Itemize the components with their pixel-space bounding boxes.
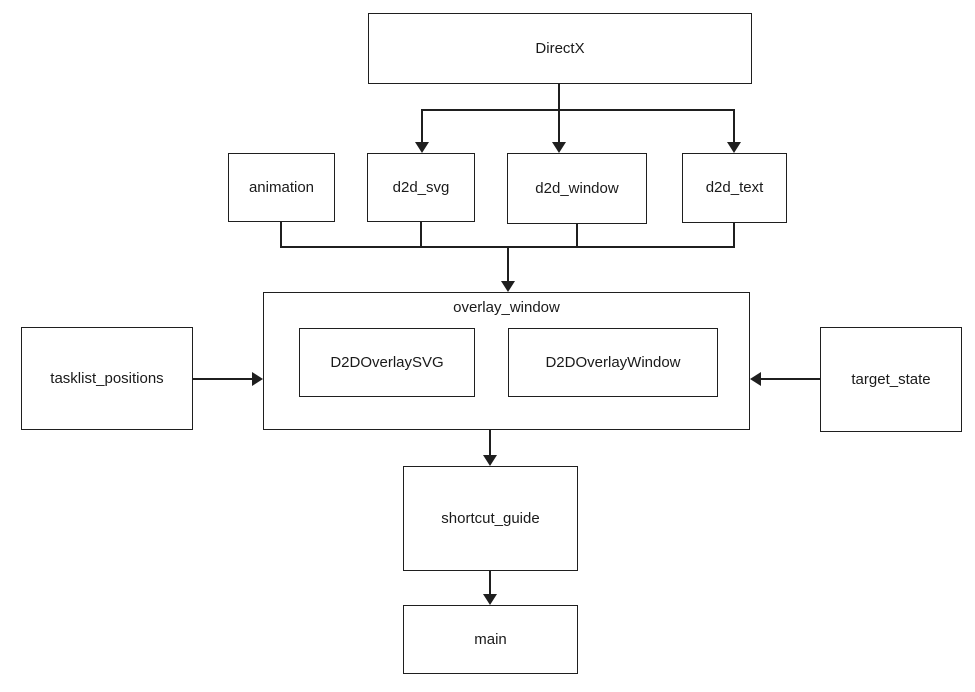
node-label: d2d_svg xyxy=(392,178,450,196)
node-d2d-overlay-svg: D2DOverlaySVG xyxy=(299,328,475,397)
arrowhead-down-icon xyxy=(552,142,566,153)
edge-d2d-window-stub-line xyxy=(576,223,578,248)
edge-directx-d2d-text-line xyxy=(733,110,735,142)
edge-directx-fan-line xyxy=(421,109,735,111)
node-overlay-window: overlay_window D2DOverlaySVG D2DOverlayW… xyxy=(263,292,750,430)
node-animation: animation xyxy=(228,153,335,222)
edge-merge-overlay-window-line xyxy=(507,248,509,282)
edge-animation-stub-line xyxy=(280,221,282,248)
node-directx: DirectX xyxy=(368,13,752,84)
edge-merge-line xyxy=(280,246,735,248)
node-label: D2DOverlaySVG xyxy=(330,353,444,371)
node-label: target_state xyxy=(851,370,931,388)
node-label: shortcut_guide xyxy=(441,509,540,527)
arrowhead-right-icon xyxy=(252,372,263,386)
node-main: main xyxy=(403,605,578,674)
arrowhead-down-icon xyxy=(501,281,515,292)
edge-directx-d2d-window-line xyxy=(558,110,560,142)
edge-d2d-svg-stub-line xyxy=(420,221,422,248)
edge-d2d-text-stub-line xyxy=(733,222,735,248)
node-tasklist-positions: tasklist_positions xyxy=(21,327,193,430)
arrowhead-left-icon xyxy=(750,372,761,386)
edge-shortcut-guide-main-line xyxy=(489,571,491,595)
node-label: d2d_text xyxy=(705,179,764,196)
node-label: D2DOverlayWindow xyxy=(545,353,681,371)
arrowhead-down-icon xyxy=(727,142,741,153)
node-shortcut-guide: shortcut_guide xyxy=(403,466,578,571)
arrowhead-down-icon xyxy=(483,455,497,466)
node-label: d2d_window xyxy=(535,179,619,197)
node-d2d-svg: d2d_svg xyxy=(367,153,475,222)
node-d2d-overlay-window: D2DOverlayWindow xyxy=(508,328,718,397)
node-target-state: target_state xyxy=(820,327,962,432)
node-label: overlay_window xyxy=(453,299,560,316)
node-label: main xyxy=(474,630,507,648)
edge-target-state-overlay-line xyxy=(761,378,820,380)
arrowhead-down-icon xyxy=(415,142,429,153)
edge-overlay-shortcut-guide-line xyxy=(489,430,491,456)
node-d2d-window: d2d_window xyxy=(507,153,647,224)
node-label: DirectX xyxy=(535,39,585,57)
arrowhead-down-icon xyxy=(483,594,497,605)
edge-directx-trunk-line xyxy=(558,84,560,110)
edge-directx-d2d-svg-line xyxy=(421,110,423,142)
node-label: animation xyxy=(248,178,315,196)
node-d2d-text: d2d_text xyxy=(682,153,787,223)
edge-tasklist-positions-overlay-line xyxy=(193,378,253,380)
node-label: tasklist_positions xyxy=(50,369,164,387)
